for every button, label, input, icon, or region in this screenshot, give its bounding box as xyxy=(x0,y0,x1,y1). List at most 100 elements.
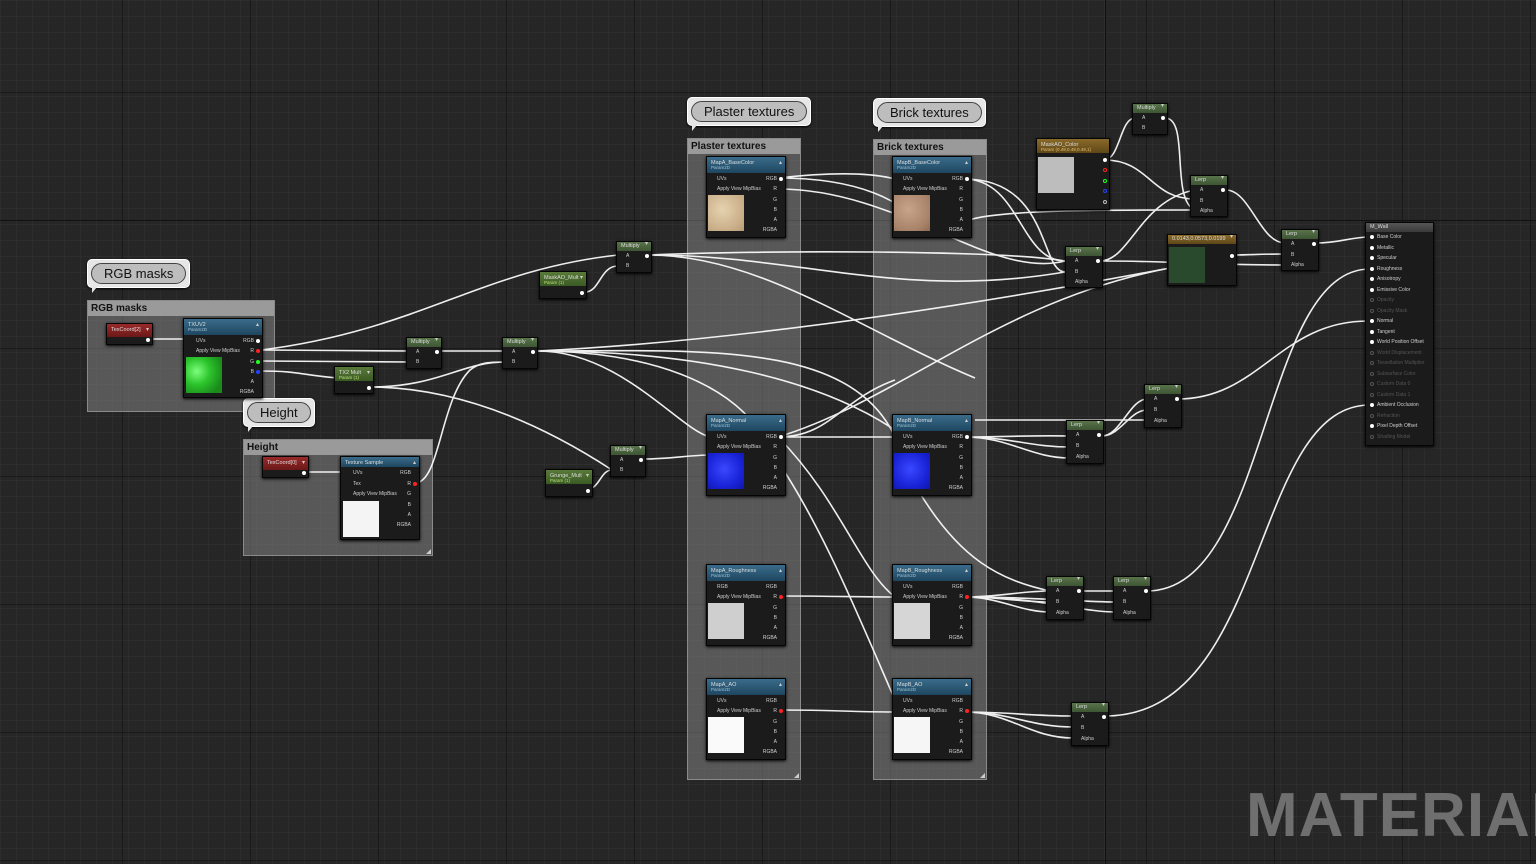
pin-b[interactable]: B xyxy=(1081,725,1084,732)
pin-r[interactable]: R xyxy=(959,594,963,601)
pin-a[interactable]: A xyxy=(1075,258,1078,265)
pin-uvs[interactable]: UVs xyxy=(353,470,362,477)
pin-b[interactable]: B xyxy=(1075,269,1078,276)
pin-a[interactable]: A xyxy=(620,457,623,464)
output-pin-a[interactable] xyxy=(1103,200,1107,204)
output-pin[interactable] xyxy=(1221,188,1225,192)
pin-apply-view-mipbias[interactable]: Apply View MipBias xyxy=(903,708,947,715)
chevron-down-icon[interactable]: ▾ xyxy=(531,338,534,345)
node-texcoord-0[interactable]: TexCoord[0]▾ xyxy=(262,456,309,478)
material-input-pin[interactable] xyxy=(1370,246,1374,250)
material-input-shading-model[interactable]: Shading Model xyxy=(1377,434,1410,441)
pin-r[interactable]: R xyxy=(959,708,963,715)
material-input-custom-data-0[interactable]: Custom Data 0 xyxy=(1377,381,1410,388)
pin-uvs[interactable]: UVs xyxy=(903,698,912,705)
chevron-up-icon[interactable]: ▴ xyxy=(965,415,968,427)
node-green-constant[interactable]: 0.0143,0.0573,0.0199▾ xyxy=(1167,234,1237,286)
pin-rgb[interactable]: RGB xyxy=(766,434,777,441)
pin-rgba[interactable]: RGBA xyxy=(763,635,777,642)
pin-b[interactable]: B xyxy=(960,207,963,214)
pin-uvs[interactable]: UVs xyxy=(903,584,912,591)
pin-a[interactable]: A xyxy=(1154,396,1157,403)
pin-a[interactable]: A xyxy=(1142,115,1145,122)
material-input-opacity-mask[interactable]: Opacity Mask xyxy=(1377,308,1407,315)
pin-rgba[interactable]: RGBA xyxy=(763,749,777,756)
chevron-down-icon[interactable]: ▾ xyxy=(367,367,370,379)
pin-g[interactable]: G xyxy=(773,455,777,462)
pin-apply-view-mipbias[interactable]: Apply View MipBias xyxy=(717,444,761,451)
output-pin[interactable] xyxy=(1097,433,1101,437)
pin-rgb[interactable]: RGB xyxy=(766,176,777,183)
pin-r[interactable]: R xyxy=(773,594,777,601)
material-input-anisotropy[interactable]: Anisotropy xyxy=(1377,276,1401,283)
material-input-tangent[interactable]: Tangent xyxy=(1377,329,1395,336)
pin-apply-view-mipbias[interactable]: Apply View MipBias xyxy=(903,594,947,601)
pin-rgb[interactable]: RGB xyxy=(243,338,254,345)
node-lerp-normal-2[interactable]: Lerp▾ A B Alpha xyxy=(1144,384,1182,428)
pin-a[interactable]: A xyxy=(1076,432,1079,439)
pin-uvs[interactable]: UVs xyxy=(717,176,726,183)
pin-g[interactable]: G xyxy=(250,359,254,366)
output-pin[interactable] xyxy=(645,254,649,258)
chevron-down-icon[interactable]: ▾ xyxy=(639,446,642,453)
material-input-normal[interactable]: Normal xyxy=(1377,318,1393,325)
chevron-down-icon[interactable]: ▾ xyxy=(580,272,583,284)
pin-rgb[interactable]: RGB xyxy=(952,434,963,441)
chevron-down-icon[interactable]: ▾ xyxy=(645,242,648,249)
node-mapa-ao[interactable]: MapA_AOParam2D▴ UVs Apply View MipBias R… xyxy=(706,678,786,760)
output-pin[interactable] xyxy=(1312,242,1316,246)
chevron-up-icon[interactable]: ▴ xyxy=(965,157,968,169)
pin-a[interactable]: A xyxy=(251,379,254,386)
output-pin-r[interactable] xyxy=(1103,168,1107,172)
material-input-pin[interactable] xyxy=(1370,267,1374,271)
pin-rgba[interactable]: RGBA xyxy=(763,485,777,492)
material-input-custom-data-1[interactable]: Custom Data 1 xyxy=(1377,392,1410,399)
node-lerp-basecolor-1[interactable]: Lerp▾ A B Alpha xyxy=(1065,246,1103,288)
chevron-down-icon[interactable]: ▾ xyxy=(1096,247,1099,254)
chevron-down-icon[interactable]: ▾ xyxy=(1097,421,1100,428)
chevron-down-icon[interactable]: ▾ xyxy=(1312,230,1315,237)
chevron-up-icon[interactable]: ▴ xyxy=(779,679,782,691)
pin-uvs[interactable]: UVs xyxy=(903,434,912,441)
node-multiply-4[interactable]: Multiply▾ A B xyxy=(610,445,646,477)
output-pin[interactable] xyxy=(639,458,643,462)
pin-rgb[interactable]: RGB xyxy=(952,176,963,183)
pin-a[interactable]: A xyxy=(774,475,777,482)
pin-a[interactable]: A xyxy=(774,625,777,632)
pin-alpha[interactable]: Alpha xyxy=(1076,454,1089,461)
material-input-roughness[interactable]: Roughness xyxy=(1377,266,1402,273)
node-lerp-normal-1[interactable]: Lerp▾ A B Alpha xyxy=(1066,420,1104,464)
pin-r[interactable]: R xyxy=(250,348,254,355)
node-material-result[interactable]: M_Wall Base ColorMetallicSpecularRoughne… xyxy=(1365,222,1434,446)
pin-b[interactable]: B xyxy=(1076,443,1079,450)
pin-g[interactable]: G xyxy=(773,719,777,726)
node-mapb-basecolor[interactable]: MapB_BaseColorParam2D▴ UVs Apply View Mi… xyxy=(892,156,972,238)
pin-b[interactable]: B xyxy=(960,729,963,736)
node-multiply-1[interactable]: Multiply▾ A B xyxy=(406,337,442,369)
material-input-world-position-offset[interactable]: World Position Offset xyxy=(1377,339,1424,346)
material-input-pin[interactable] xyxy=(1370,351,1374,355)
pin-rgba[interactable]: RGBA xyxy=(949,227,963,234)
material-input-pixel-depth-offset[interactable]: Pixel Depth Offset xyxy=(1377,423,1417,430)
material-input-pin[interactable] xyxy=(1370,256,1374,260)
pin-a[interactable]: A xyxy=(512,349,515,356)
pin-g[interactable]: G xyxy=(959,455,963,462)
node-mapa-roughness[interactable]: MapA_RoughnessParam2D▴ RGB Apply View Mi… xyxy=(706,564,786,646)
pin-b[interactable]: B xyxy=(1200,198,1203,205)
pin-a[interactable]: A xyxy=(774,217,777,224)
pin-a[interactable]: A xyxy=(1081,714,1084,721)
output-pin[interactable] xyxy=(1103,158,1107,162)
pin-alpha[interactable]: Alpha xyxy=(1154,418,1167,425)
output-pin[interactable] xyxy=(1230,254,1234,258)
pin-a[interactable]: A xyxy=(960,739,963,746)
pin-b[interactable]: B xyxy=(251,369,254,376)
material-input-pin[interactable] xyxy=(1370,361,1374,365)
material-input-subsurface-color[interactable]: Subsurface Color xyxy=(1377,371,1416,378)
node-mapa-basecolor[interactable]: MapA_BaseColorParam2D▴ UVs Apply View Mi… xyxy=(706,156,786,238)
material-input-pin[interactable] xyxy=(1370,309,1374,313)
comment-bubble-plaster-textures[interactable]: Plaster textures xyxy=(687,97,811,126)
output-pin[interactable] xyxy=(435,350,439,354)
comment-bubble-brick-textures[interactable]: Brick textures xyxy=(873,98,986,127)
pin-g[interactable]: G xyxy=(773,605,777,612)
node-grunge-mult[interactable]: Grunge_MultParam (1)▾ xyxy=(545,469,593,497)
